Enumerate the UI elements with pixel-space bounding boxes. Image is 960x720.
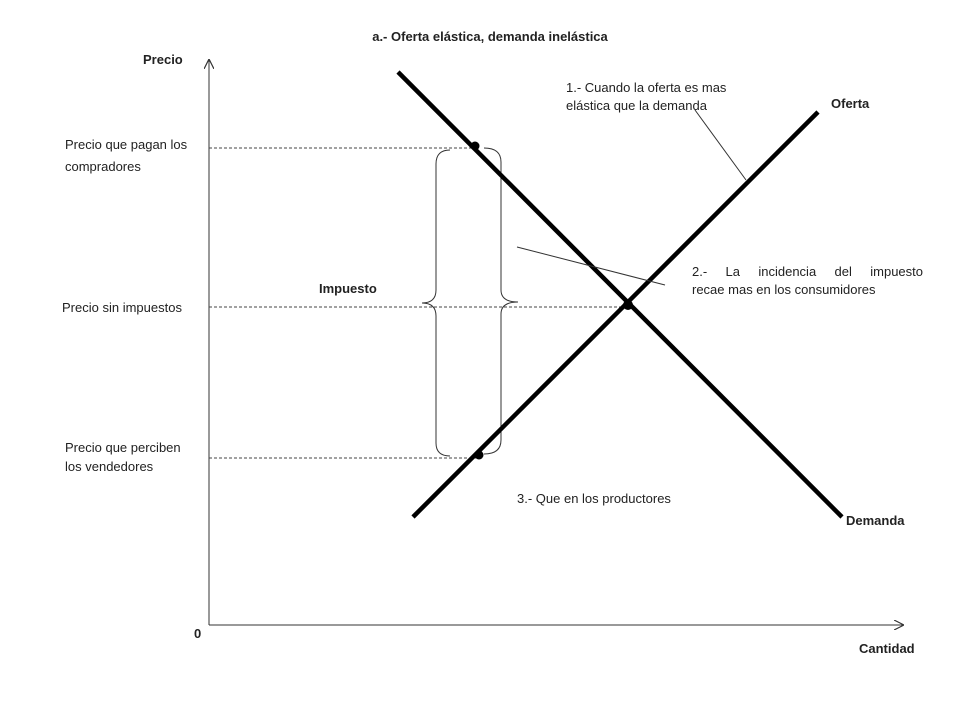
no-tax-price-label: Precio sin impuestos	[62, 300, 182, 315]
tax-left-brace	[421, 149, 451, 457]
y-axis-label: Precio	[143, 52, 183, 67]
supply-label: Oferta	[831, 96, 870, 111]
buyers-price-point	[470, 141, 480, 151]
tax-label: Impuesto	[319, 281, 377, 296]
note1: 1.- Cuando la oferta es mas elástica que…	[566, 80, 730, 113]
demand-label: Demanda	[846, 513, 905, 528]
note2-line1: 2.- La incidencia del impuesto	[692, 264, 923, 279]
sellers-price-point	[474, 450, 484, 460]
x-axis-label: Cantidad	[859, 641, 915, 656]
note2-pointer-line	[516, 246, 666, 286]
sellers-price-label-line1: Precio que perciben	[65, 440, 181, 455]
note2-line2: recae mas en los consumidores	[692, 282, 876, 297]
buyers-price-label: Precio que pagan los compradores	[65, 137, 191, 174]
sellers-price-label: Precio que perciben los vendedores	[65, 440, 184, 474]
origin-label: 0	[194, 626, 201, 641]
supply-curve	[411, 110, 820, 519]
note1-line2: elástica que la demanda	[566, 98, 708, 113]
note1-line1: 1.- Cuando la oferta es mas	[566, 80, 727, 95]
note1-pointer-line	[694, 109, 747, 181]
note3: 3.- Que en los productores	[517, 491, 671, 506]
buyers-price-label-line2: compradores	[65, 159, 141, 174]
sellers-price-label-line2: los vendedores	[65, 459, 154, 474]
tax-right-brace	[483, 147, 519, 455]
note2: 2.- La incidencia del impuesto recae mas…	[692, 263, 923, 299]
buyers-price-label-line1: Precio que pagan los	[65, 137, 188, 152]
equilibrium-point	[623, 300, 633, 310]
diagram-title: a.- Oferta elástica, demanda inelástica	[372, 29, 608, 44]
